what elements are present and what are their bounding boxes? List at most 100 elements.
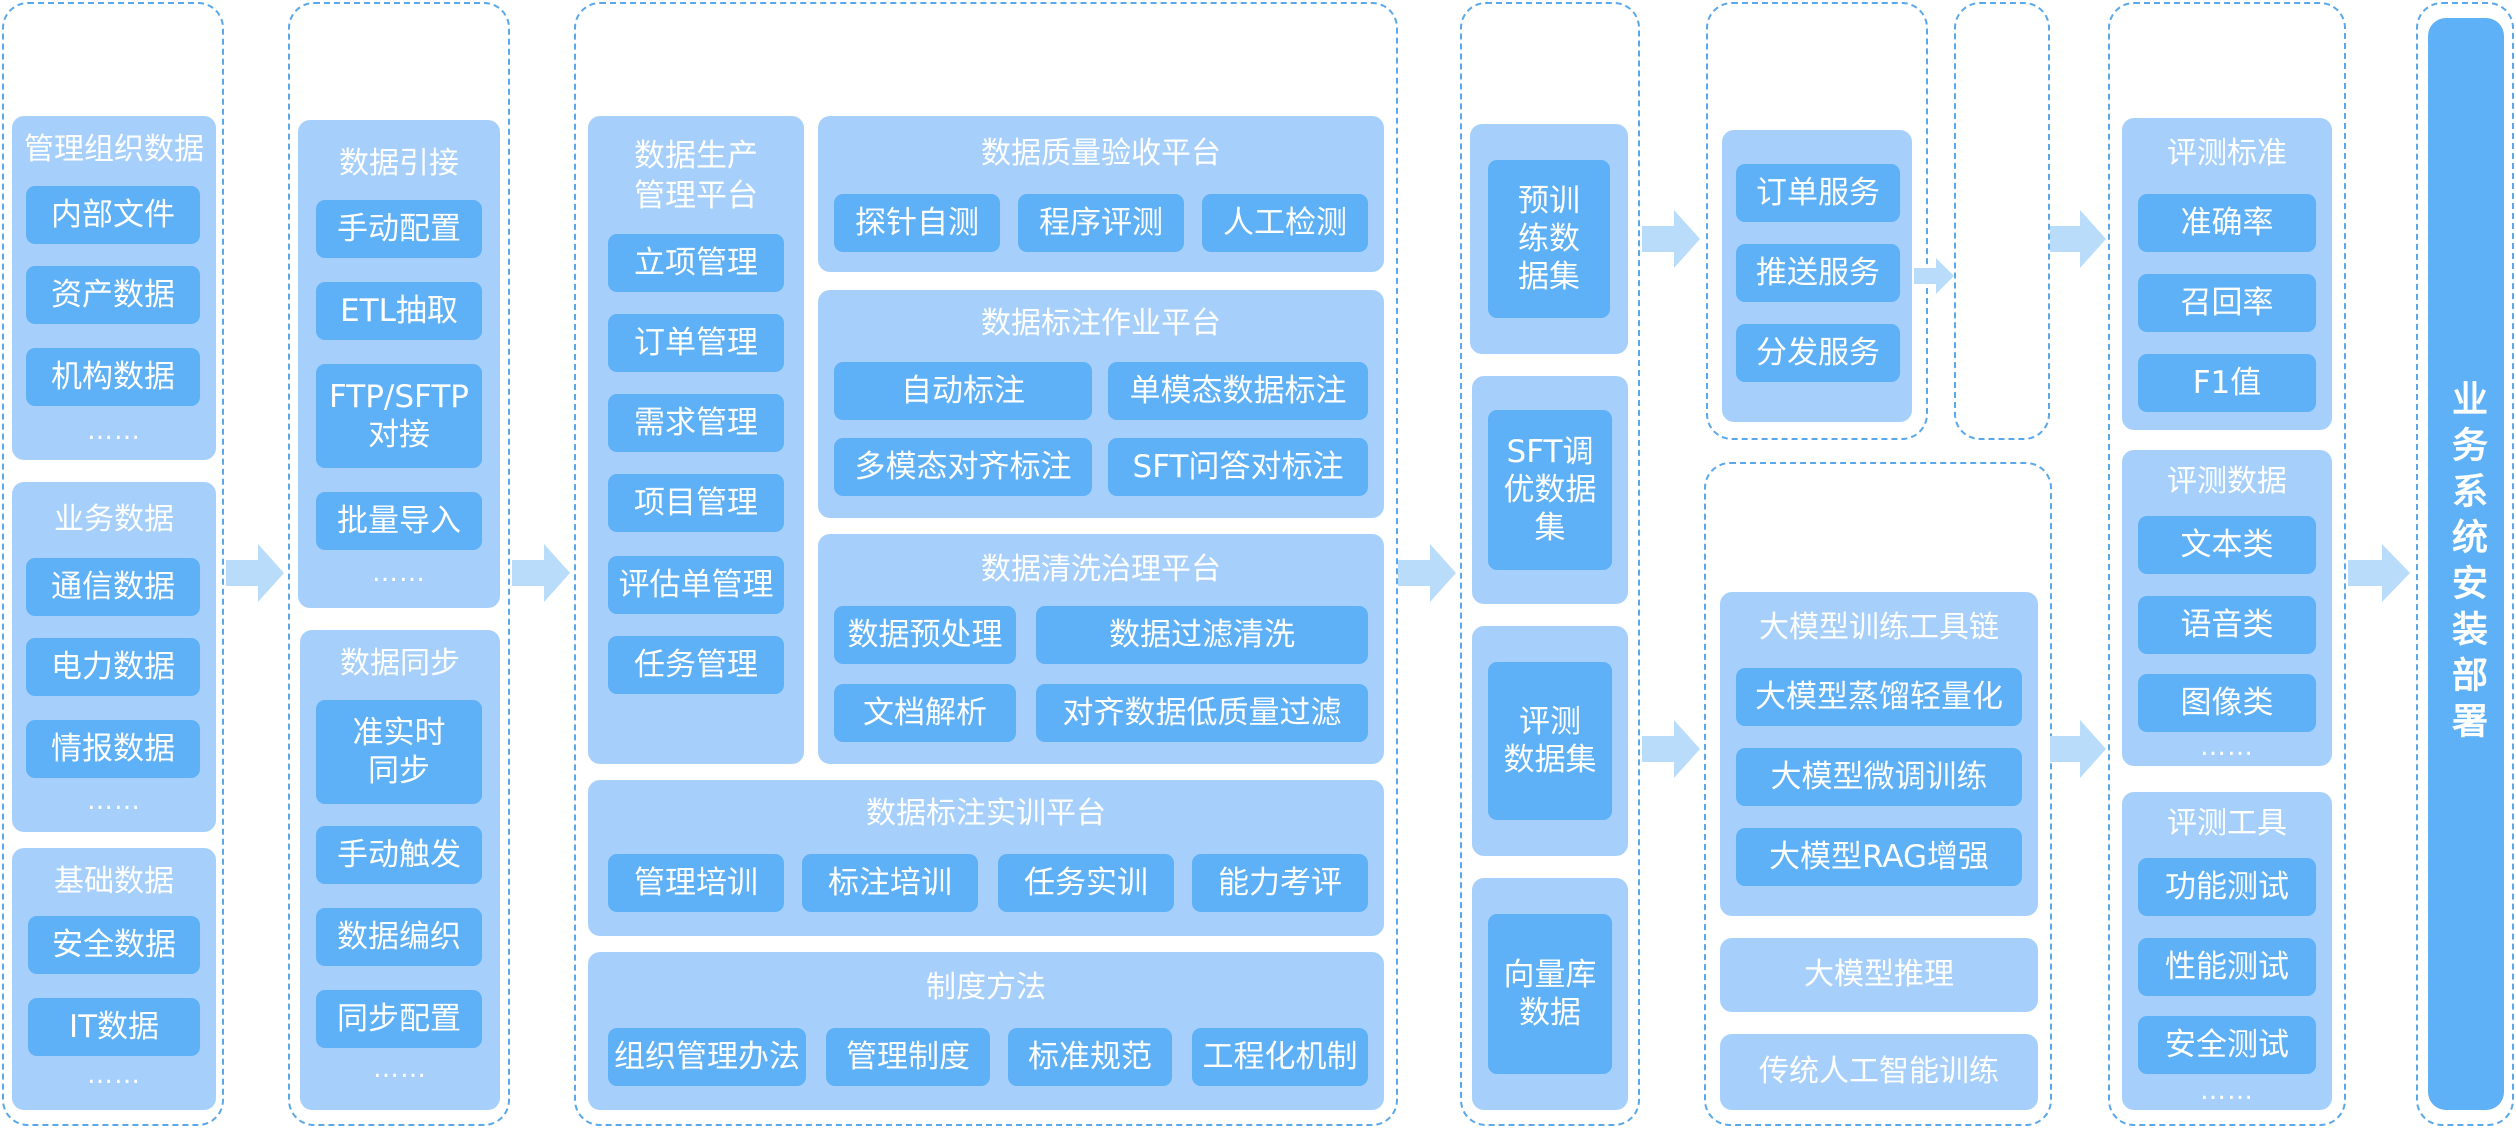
evaluation-group — [2108, 2, 2346, 1126]
right-arrow-icon — [1914, 256, 1956, 296]
production-platform-panel: 数据生产 管理平台 立项管理 订单管理 需求管理 项目管理 评估单管理 任务管理 — [588, 116, 804, 764]
right-arrow-icon — [512, 540, 572, 606]
single-modal-labeling-button[interactable]: 单模态数据标注 — [1108, 362, 1368, 420]
business-more-indicator: …… — [87, 786, 141, 816]
speech-class-button[interactable]: 语音类 — [2138, 596, 2316, 654]
cleaning-platform-panel: 数据清洗治理平台 数据预处理 数据过滤清洗 文档解析 对齐数据低质量过滤 — [818, 534, 1384, 764]
policy-panel: 制度方法 组织管理办法 管理制度 标准规范 工程化机制 — [588, 952, 1384, 1110]
institution-data-button[interactable]: 机构数据 — [26, 348, 200, 406]
eval-data-title: 评测数据 — [2167, 464, 2287, 499]
task-practice-button[interactable]: 任务实训 — [998, 854, 1174, 912]
batch-import-button[interactable]: 批量导入 — [316, 492, 482, 550]
filter-cleaning-button[interactable]: 数据过滤清洗 — [1036, 606, 1368, 664]
vector-db-button[interactable]: 向量库 数据 — [1488, 914, 1612, 1074]
near-realtime-sync-button[interactable]: 准实时 同步 — [316, 700, 482, 804]
finetune-button[interactable]: 大模型微调训练 — [1736, 748, 2022, 806]
rag-enhance-button[interactable]: 大模型RAG增强 — [1736, 828, 2022, 886]
ftp-sftp-button[interactable]: FTP/SFTP 对接 — [316, 364, 482, 468]
accuracy-button[interactable]: 准确率 — [2138, 194, 2316, 252]
labeling-platform-title: 数据标注作业平台 — [981, 306, 1221, 341]
deploy-group — [2416, 2, 2514, 1126]
sft-dataset-button[interactable]: SFT调 优数据 集 — [1488, 410, 1612, 570]
pretrain-dataset-button[interactable]: 预训 练数 据集 — [1488, 160, 1610, 318]
project-management-button[interactable]: 项目管理 — [608, 474, 784, 532]
right-arrow-icon — [226, 540, 286, 606]
power-data-button[interactable]: 电力数据 — [26, 638, 200, 696]
auto-labeling-button[interactable]: 自动标注 — [834, 362, 1092, 420]
text-class-button[interactable]: 文本类 — [2138, 516, 2316, 574]
etl-extract-button[interactable]: ETL抽取 — [316, 282, 482, 340]
eval-dataset-button[interactable]: 评测 数据集 — [1488, 662, 1612, 820]
right-arrow-icon — [1642, 716, 1702, 782]
quality-platform-panel: 数据质量验收平台 探针自测 程序评测 人工检测 — [818, 116, 1384, 272]
project-setup-button[interactable]: 立项管理 — [608, 234, 784, 292]
order-management-button[interactable]: 订单管理 — [608, 314, 784, 372]
security-test-button[interactable]: 安全测试 — [2138, 1016, 2316, 1074]
traditional-ai-panel[interactable]: 传统人工智能训练 — [1720, 1034, 2038, 1110]
labeling-training-button[interactable]: 标注培训 — [802, 854, 978, 912]
preprocessing-button[interactable]: 数据预处理 — [834, 606, 1016, 664]
distribution-service-button[interactable]: 分发服务 — [1736, 324, 1900, 382]
evaluation-order-button[interactable]: 评估单管理 — [608, 556, 784, 614]
business-data-title: 业务数据 — [54, 502, 174, 537]
ability-assessment-button[interactable]: 能力考评 — [1192, 854, 1368, 912]
org-more-indicator: …… — [87, 416, 141, 446]
data-ingest-title: 数据引接 — [339, 146, 459, 181]
eval-tools-more-indicator: …… — [2200, 1076, 2254, 1106]
engineering-mechanism-button[interactable]: 工程化机制 — [1192, 1028, 1368, 1086]
sft-dataset-panel: SFT调 优数据 集 — [1472, 376, 1628, 604]
manual-inspection-button[interactable]: 人工检测 — [1202, 194, 1368, 252]
datasets-group — [1460, 2, 1640, 1126]
order-service-button[interactable]: 订单服务 — [1736, 164, 1900, 222]
internal-files-button[interactable]: 内部文件 — [26, 186, 200, 244]
probe-self-test-button[interactable]: 探针自测 — [834, 194, 1000, 252]
org-management-method-button[interactable]: 组织管理办法 — [608, 1028, 806, 1086]
sft-qa-labeling-button[interactable]: SFT问答对标注 — [1108, 438, 1368, 496]
inference-panel[interactable]: 大模型推理 — [1720, 938, 2038, 1012]
business-system-deploy-bar[interactable]: 业务系统安装部署 — [2428, 18, 2504, 1110]
eval-dataset-panel: 评测 数据集 — [1472, 626, 1628, 856]
task-management-button[interactable]: 任务管理 — [608, 636, 784, 694]
intelligence-data-button[interactable]: 情报数据 — [26, 720, 200, 778]
ingest-more-indicator: …… — [372, 558, 426, 588]
program-evaluation-button[interactable]: 程序评测 — [1018, 194, 1184, 252]
manual-config-button[interactable]: 手动配置 — [316, 200, 482, 258]
security-data-button[interactable]: 安全数据 — [28, 916, 200, 974]
right-arrow-icon — [2348, 540, 2412, 606]
management-training-button[interactable]: 管理培训 — [608, 854, 784, 912]
sync-more-indicator: …… — [373, 1054, 427, 1084]
performance-test-button[interactable]: 性能测试 — [2138, 938, 2316, 996]
data-sync-panel: 数据同步 准实时 同步 手动触发 数据编织 同步配置 …… — [300, 630, 500, 1110]
sync-config-button[interactable]: 同步配置 — [316, 990, 482, 1048]
basic-data-title: 基础数据 — [54, 864, 174, 899]
management-system-button[interactable]: 管理制度 — [826, 1028, 990, 1086]
right-arrow-icon — [2050, 206, 2108, 272]
multi-modal-alignment-button[interactable]: 多模态对齐标注 — [834, 438, 1092, 496]
push-service-button[interactable]: 推送服务 — [1736, 244, 1900, 302]
manual-trigger-button[interactable]: 手动触发 — [316, 826, 482, 884]
asset-data-button[interactable]: 资产数据 — [26, 266, 200, 324]
document-parsing-button[interactable]: 文档解析 — [834, 684, 1016, 742]
telecom-data-button[interactable]: 通信数据 — [26, 558, 200, 616]
eval-standards-panel: 评测标准 准确率 召回率 F1值 — [2122, 118, 2332, 430]
requirement-management-button[interactable]: 需求管理 — [608, 394, 784, 452]
it-data-button[interactable]: IT数据 — [28, 998, 200, 1056]
basic-more-indicator: …… — [87, 1060, 141, 1090]
low-quality-filter-button[interactable]: 对齐数据低质量过滤 — [1036, 684, 1368, 742]
image-class-button[interactable]: 图像类 — [2138, 674, 2316, 732]
services-group — [1706, 2, 1928, 440]
f1-button[interactable]: F1值 — [2138, 354, 2316, 412]
function-test-button[interactable]: 功能测试 — [2138, 858, 2316, 916]
quality-platform-title: 数据质量验收平台 — [981, 136, 1221, 171]
recall-button[interactable]: 召回率 — [2138, 274, 2316, 332]
right-arrow-icon — [1642, 206, 1702, 272]
labeling-platform-panel: 数据标注作业平台 自动标注 单模态数据标注 多模态对齐标注 SFT问答对标注 — [818, 290, 1384, 518]
ingest-sync-group — [288, 2, 510, 1126]
right-arrow-icon — [1398, 540, 1458, 606]
toolchain-panel: 大模型训练工具链 大模型蒸馏轻量化 大模型微调训练 大模型RAG增强 — [1720, 592, 2038, 916]
data-weaving-button[interactable]: 数据编织 — [316, 908, 482, 966]
standard-spec-button[interactable]: 标准规范 — [1008, 1028, 1172, 1086]
traditional-ai-label: 传统人工智能训练 — [1759, 1054, 1999, 1089]
distillation-button[interactable]: 大模型蒸馏轻量化 — [1736, 668, 2022, 726]
cleaning-platform-title: 数据清洗治理平台 — [981, 552, 1221, 587]
